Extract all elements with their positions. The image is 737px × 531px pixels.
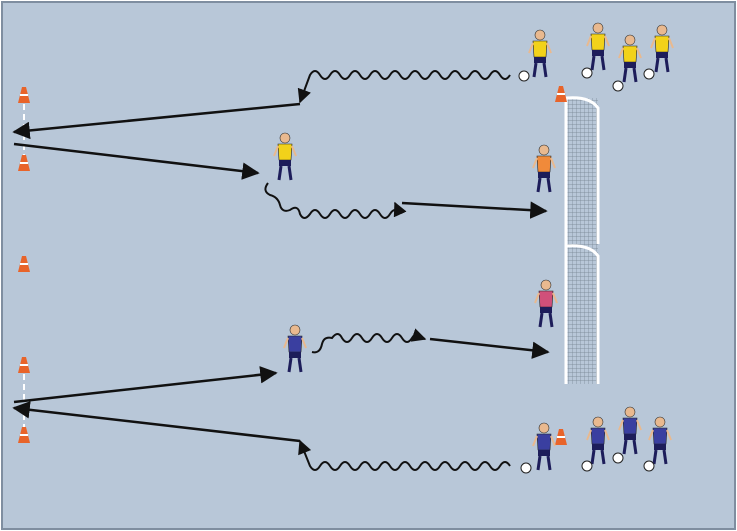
ball-icon (581, 460, 593, 472)
dribble-path (311, 328, 427, 354)
player-icon (586, 22, 610, 71)
cone-icon (18, 357, 30, 373)
player-icon (532, 422, 556, 471)
shot-arrow (429, 337, 550, 359)
pass-arrow (12, 102, 301, 140)
pass-arrow (12, 401, 301, 443)
player-icon (586, 416, 610, 465)
dribble-path (297, 70, 511, 104)
player-icon (283, 324, 307, 373)
pass-arrow (13, 142, 260, 180)
cone-icon (18, 256, 30, 272)
cone-icon (18, 87, 30, 103)
player-icon (648, 416, 672, 465)
ball-icon (518, 70, 530, 82)
player-icon (618, 406, 642, 455)
dribble-path (264, 182, 407, 219)
shot-arrow (401, 201, 548, 219)
player-icon (528, 29, 552, 78)
ball-icon (520, 462, 532, 474)
goal-icon (564, 244, 600, 384)
cone-icon (555, 86, 567, 102)
ball-icon (581, 67, 593, 79)
player-icon (534, 279, 558, 328)
ball-icon (643, 68, 655, 80)
player-icon (618, 34, 642, 83)
cone-icon (18, 427, 30, 443)
player-icon (532, 144, 556, 193)
pass-arrow (13, 366, 278, 404)
player-icon (650, 24, 674, 73)
player-icon (273, 132, 297, 181)
cone-icon (18, 155, 30, 171)
goal-icon (564, 96, 600, 244)
ball-icon (643, 460, 655, 472)
cone-icon (555, 429, 567, 445)
ball-icon (612, 452, 624, 464)
ball-icon (612, 80, 624, 92)
dribble-path (298, 439, 511, 471)
